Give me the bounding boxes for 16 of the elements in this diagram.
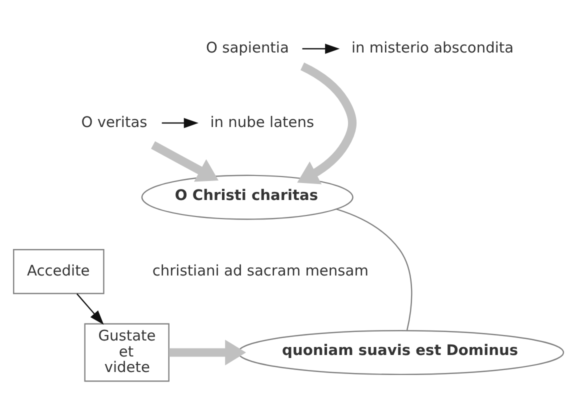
node-box: Gustate et videte	[84, 323, 170, 382]
arrow	[297, 62, 357, 184]
node-ellipse: quoniam suavis est Dominus	[237, 330, 564, 376]
node-box: Accedite	[13, 249, 104, 294]
node-text: O veritas	[81, 114, 148, 131]
node-ellipse: O Christi charitas	[141, 174, 354, 220]
node-text: O sapientia	[206, 40, 289, 57]
arrow	[76, 293, 104, 325]
arrow	[302, 44, 340, 54]
arrow	[162, 118, 198, 128]
node-text: in nube latens	[210, 114, 314, 131]
arrow	[169, 340, 246, 366]
node-text: christiani ad sacram mensam	[152, 262, 368, 280]
node-text: in misterio abscondita	[351, 40, 514, 57]
arrow	[151, 141, 218, 182]
connector	[336, 208, 412, 331]
